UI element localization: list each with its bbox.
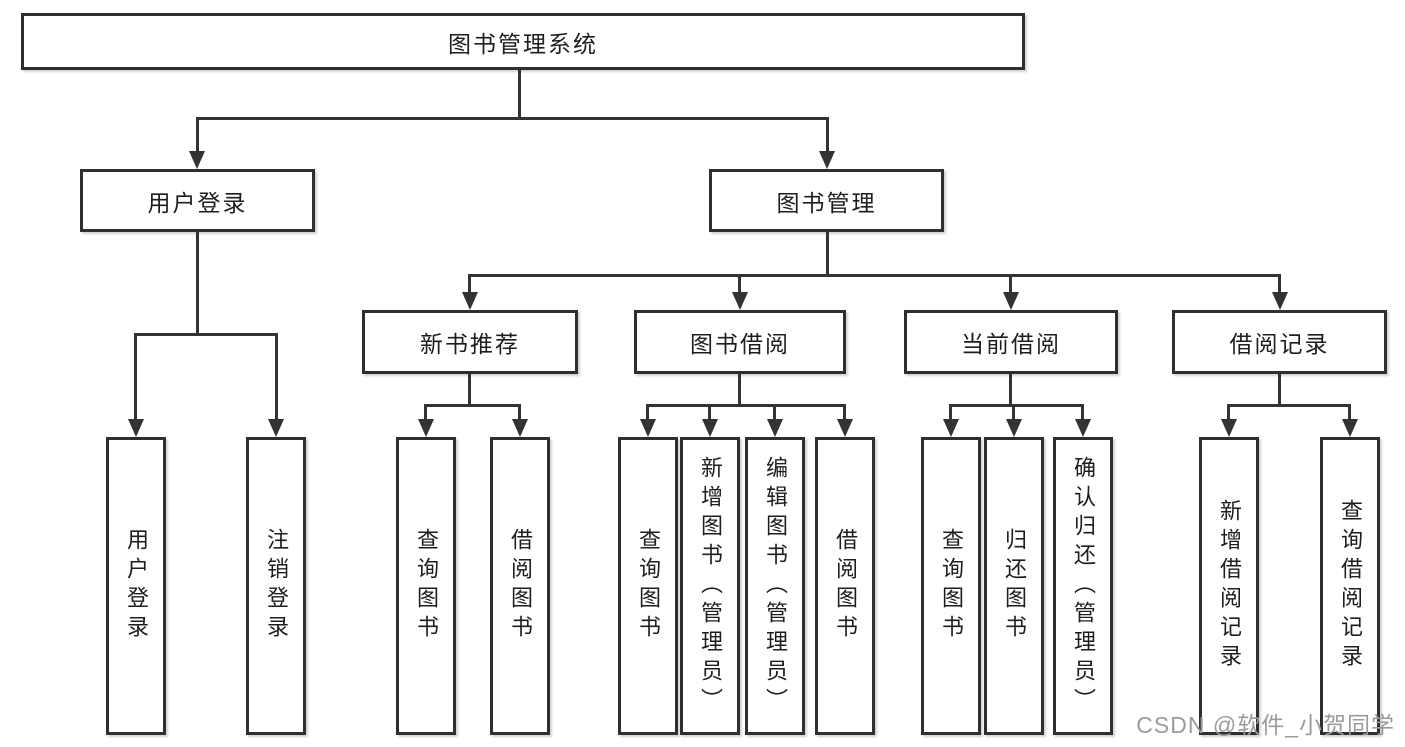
leaf-label: 新增借阅记录 [1217,499,1242,673]
connector-line [708,404,711,421]
connector-line [275,333,278,421]
connector-line [468,274,471,294]
connector-line [134,333,278,336]
leaf-label: 查询借阅记录 [1338,499,1363,673]
leaf-label: 查询图书 [414,528,439,644]
arrowhead-icon [462,292,478,310]
leaf-label: 借阅图书 [508,528,533,644]
connector-line [1081,404,1084,421]
leaf-label: 查询图书 [939,528,964,644]
arrowhead-icon [837,419,853,437]
leaf-label: 注销登录 [264,528,289,644]
connector-line [1009,274,1012,294]
leaf-add-borrow-record: 新增借阅记录 [1199,437,1259,735]
connector-line [1278,274,1281,294]
arrowhead-icon [1221,419,1237,437]
node-user-login: 用户登录 [80,169,315,232]
node-root-label: 图书管理系统 [448,30,598,57]
node-book-borrow: 图书借阅 [634,310,846,374]
connector-line [738,374,741,407]
arrowhead-icon [819,151,835,169]
leaf-return-books: 归还图书 [984,437,1044,735]
leaf-edit-books-admin: 编辑图书（管理员） [745,437,805,735]
arrowhead-icon [1003,292,1019,310]
leaf-label: 查询图书 [636,528,661,644]
arrowhead-icon [640,419,656,437]
arrowhead-icon [189,151,205,169]
connector-line [646,404,846,407]
node-borrow-records: 借阅记录 [1172,310,1387,374]
leaf-query-books-current: 查询图书 [921,437,981,735]
leaf-label: 用户登录 [124,528,149,644]
node-user-login-label: 用户登录 [147,189,248,216]
connector-line [134,333,137,421]
leaf-query-borrow-record: 查询借阅记录 [1320,437,1380,735]
node-current-borrow-label: 当前借阅 [961,331,1061,357]
connector-line [424,404,521,407]
node-book-mgmt-label: 图书管理 [776,189,877,216]
node-new-book-recommend: 新书推荐 [362,310,578,374]
connector-line [843,404,846,421]
leaf-confirm-return-admin: 确认归还（管理员） [1053,437,1113,735]
leaf-borrow-books-recommend: 借阅图书 [490,437,550,735]
leaf-label: 新增图书（管理员） [698,455,723,717]
arrowhead-icon [702,419,718,437]
connector-line [196,232,199,335]
connector-line [424,404,427,421]
leaf-query-books-recommend: 查询图书 [396,437,456,735]
connector-line [518,404,521,421]
connector-line [1227,404,1351,407]
connector-line [949,404,1084,407]
connector-line [1278,374,1281,407]
csdn-watermark: CSDN @软件_小贺同学 [1136,712,1395,738]
connector-line [1348,404,1351,421]
arrowhead-icon [268,419,284,437]
leaf-label: 借阅图书 [833,528,858,644]
arrowhead-icon [732,292,748,310]
leaf-label: 确认归还（管理员） [1071,455,1096,717]
leaf-logout: 注销登录 [246,437,306,735]
arrowhead-icon [1272,292,1288,310]
connector-line [738,274,741,294]
connector-line [1009,374,1012,407]
node-book-mgmt: 图书管理 [709,169,944,232]
leaf-label: 归还图书 [1002,528,1027,644]
leaf-user-login: 用户登录 [106,437,166,735]
connector-line [949,404,952,421]
arrowhead-icon [1075,419,1091,437]
arrowhead-icon [418,419,434,437]
connector-line [646,404,649,421]
node-new-book-recommend-label: 新书推荐 [420,331,520,357]
node-root: 图书管理系统 [21,13,1025,70]
leaf-query-books-borrow: 查询图书 [618,437,678,735]
connector-line [826,117,829,152]
connector-line [1227,404,1230,421]
arrowhead-icon [943,419,959,437]
node-book-borrow-label: 图书借阅 [690,331,790,357]
node-current-borrow: 当前借阅 [904,310,1118,374]
connector-line [196,117,829,120]
leaf-borrow-books: 借阅图书 [815,437,875,735]
connector-line [196,117,199,152]
arrowhead-icon [128,419,144,437]
connector-line [773,404,776,421]
node-borrow-records-label: 借阅记录 [1229,331,1330,357]
leaf-label: 编辑图书（管理员） [763,455,788,717]
arrowhead-icon [1006,419,1022,437]
connector-line [468,274,1281,277]
arrowhead-icon [1342,419,1358,437]
leaf-add-books-admin: 新增图书（管理员） [680,437,740,735]
arrowhead-icon [512,419,528,437]
arrowhead-icon [767,419,783,437]
connector-line [518,70,521,119]
connector-line [468,374,471,407]
connector-line [826,232,829,276]
connector-line [1012,404,1015,421]
